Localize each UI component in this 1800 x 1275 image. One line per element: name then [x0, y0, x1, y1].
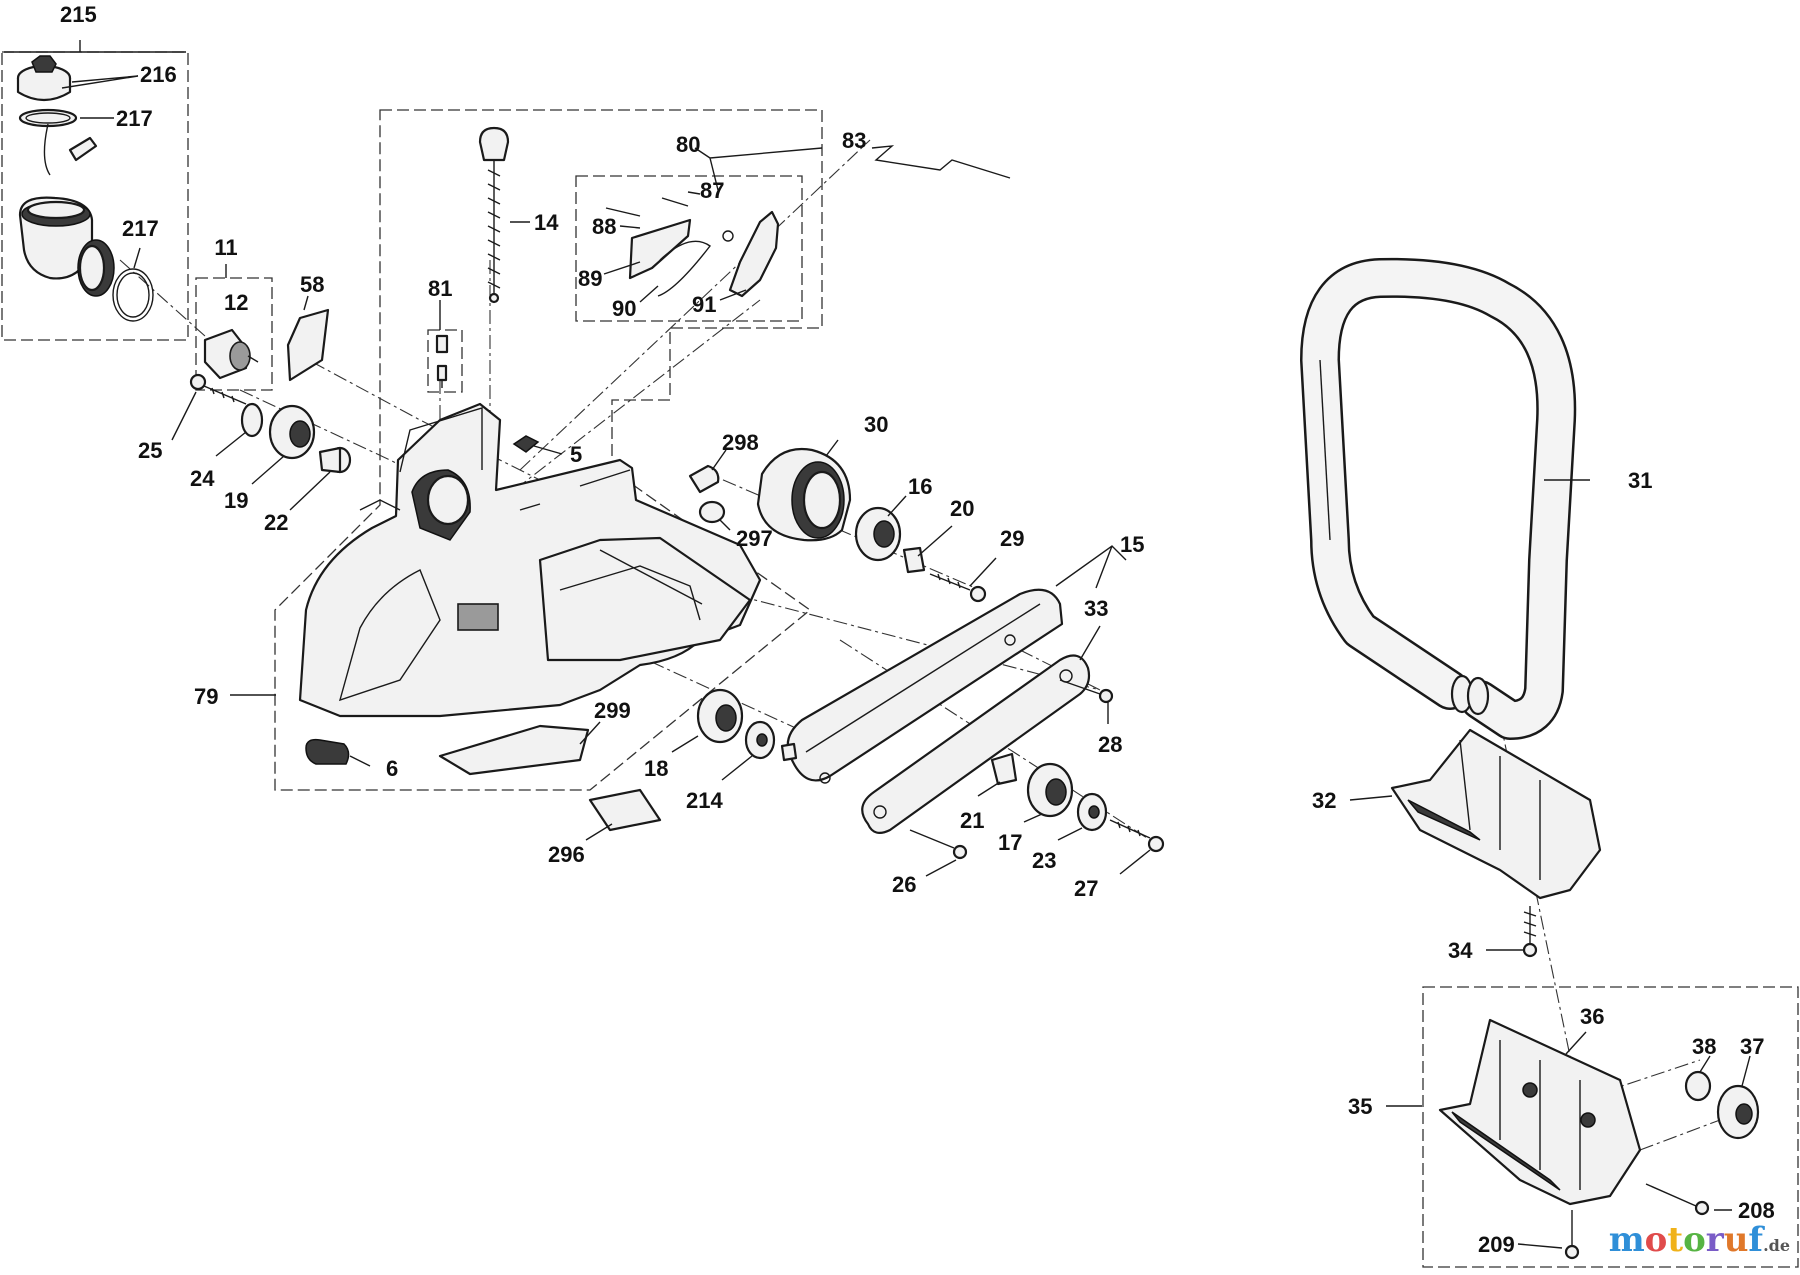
- callout-81: 81: [428, 276, 452, 301]
- drum-housing-30: [756, 447, 852, 542]
- callout-21: 21: [960, 808, 984, 833]
- clip-5: [512, 435, 540, 453]
- axis-line: [289, 349, 561, 491]
- callout-38: 38: [1692, 1034, 1716, 1059]
- group-box-80: [575, 175, 803, 322]
- watermark-logo: motoruf.de: [1609, 1220, 1790, 1260]
- callout-215: 215: [60, 2, 97, 27]
- callout-11: 11: [214, 235, 237, 260]
- callout-15: 15: [1120, 532, 1144, 557]
- fuel-cap-assembly-215: [16, 55, 154, 322]
- callout-23: 23: [1032, 848, 1056, 873]
- axis-line: [519, 139, 871, 471]
- callout-91: 91: [692, 292, 716, 317]
- callout-214: 214: [686, 788, 723, 813]
- callout-25: 25: [138, 438, 162, 463]
- foot-pad-6: [305, 738, 350, 765]
- long-bolt-14: [478, 126, 510, 304]
- callout-298: 298: [722, 430, 759, 455]
- fuel-filter-12: [203, 328, 259, 380]
- decal-299: [438, 724, 590, 776]
- watermark-letter: o: [1683, 1220, 1706, 1260]
- left-mount-stack: [189, 373, 352, 474]
- callout-297: 297: [736, 526, 773, 551]
- callout-18: 18: [644, 756, 668, 781]
- callout-32: 32: [1312, 788, 1336, 813]
- callout-296: 296: [548, 842, 585, 867]
- callout-216: 216: [140, 62, 177, 87]
- callout-33: 33: [1084, 596, 1108, 621]
- group-box-81: [427, 329, 463, 393]
- callout-5: 5: [570, 442, 582, 467]
- callout-36: 36: [1580, 1004, 1604, 1029]
- bracket-15: [786, 588, 1091, 835]
- bolt-34: [1522, 906, 1538, 958]
- callout-26: 26: [892, 872, 916, 897]
- callout-80: 80: [676, 132, 700, 157]
- support-bracket-32: [1390, 728, 1602, 900]
- callout-35: 35: [1348, 1094, 1372, 1119]
- callout-22: 22: [264, 510, 288, 535]
- callout-87: 87: [700, 178, 724, 203]
- callout-209: 209: [1478, 1232, 1515, 1257]
- callout-34: 34: [1448, 938, 1473, 963]
- right-mount-stack: [854, 506, 987, 603]
- callout-31: 31: [1628, 468, 1652, 493]
- callout-6: 6: [386, 756, 398, 781]
- watermark-letter: o: [1644, 1220, 1668, 1260]
- callout-28: 28: [1098, 732, 1122, 757]
- callout-79: 79: [194, 684, 218, 709]
- callout-217: 217: [116, 106, 153, 131]
- throttle-mechanism: [605, 197, 780, 298]
- callout-24: 24: [190, 466, 215, 491]
- wire-rod-83: [871, 145, 1011, 179]
- callout-37: 37: [1740, 1034, 1764, 1059]
- axis-line: [119, 259, 216, 346]
- axis-line: [494, 299, 761, 506]
- label-296: [588, 788, 662, 832]
- watermark-suffix: .de: [1763, 1236, 1790, 1255]
- callout-88: 88: [592, 214, 616, 239]
- callout-19: 19: [224, 488, 248, 513]
- group-box-11: [195, 277, 273, 391]
- callout-labels: 215 216 217 217 11 12 58 81 14 80 83 87 …: [60, 2, 1775, 1257]
- mount-stack-18-214: [696, 688, 798, 762]
- pin-81: [435, 334, 449, 388]
- callout-17: 17: [998, 830, 1022, 855]
- watermark-letter: m: [1608, 1220, 1645, 1260]
- main-housing-79: [298, 402, 762, 718]
- group-box-35: [1422, 986, 1799, 1268]
- callout-20: 20: [950, 496, 974, 521]
- callout-30: 30: [864, 412, 888, 437]
- callout-90: 90: [612, 296, 636, 321]
- callout-208: 208: [1738, 1198, 1775, 1223]
- callout-29: 29: [1000, 526, 1024, 551]
- lower-bracket-35: [1438, 1018, 1760, 1260]
- screw-28: [1059, 679, 1114, 704]
- grommets-298-297: [688, 464, 726, 524]
- gasket-58: [286, 308, 330, 382]
- callout-217: 217: [122, 216, 159, 241]
- watermark-letter: u: [1723, 1220, 1749, 1260]
- lower-mount-stack: [909, 752, 1165, 860]
- front-handle-31: [1300, 257, 1577, 740]
- callout-89: 89: [578, 266, 602, 291]
- callout-299: 299: [594, 698, 631, 723]
- callout-58: 58: [300, 272, 324, 297]
- leader-lines: [4, 40, 1751, 1249]
- watermark-letter: t: [1667, 1220, 1684, 1260]
- watermark-letter: r: [1705, 1220, 1724, 1260]
- callout-12: 12: [224, 290, 248, 315]
- watermark-letter: f: [1748, 1220, 1764, 1260]
- watermark-letters: motoruf: [1609, 1220, 1763, 1260]
- callout-16: 16: [908, 474, 932, 499]
- callout-27: 27: [1074, 876, 1098, 901]
- axis-line: [1639, 1119, 1721, 1151]
- axis-line: [1579, 1059, 1701, 1101]
- callout-83: 83: [842, 128, 866, 153]
- callout-14: 14: [534, 210, 559, 235]
